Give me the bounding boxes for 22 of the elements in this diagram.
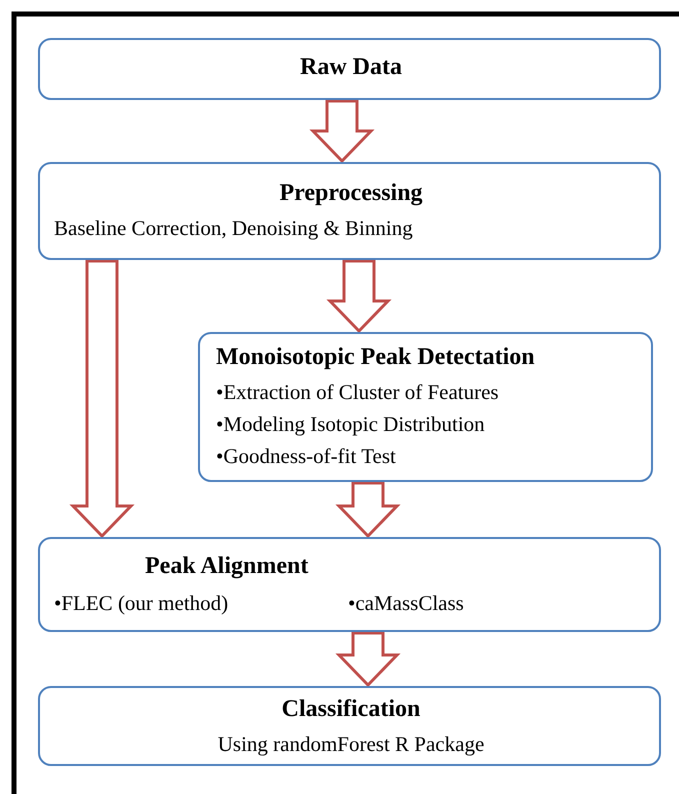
block-arrow xyxy=(326,260,392,334)
box-heading: Monoisotopic Peak Detectation xyxy=(216,344,535,372)
block-arrow xyxy=(335,482,401,538)
process-box xyxy=(38,537,661,632)
box-heading: Preprocessing xyxy=(279,180,423,208)
process-box xyxy=(38,162,661,260)
box-heading: Peak Alignment xyxy=(145,553,308,581)
bullet-item: •Goodness-of-fit Test xyxy=(216,444,396,468)
box-text: Baseline Correction, Denoising & Binning xyxy=(54,216,413,240)
bullet-item: •FLEC (our method) xyxy=(54,591,228,616)
box-heading: Classification xyxy=(282,696,420,724)
block-arrow xyxy=(335,632,401,688)
process-box xyxy=(198,332,653,482)
box-text: Using randomForest R Package xyxy=(218,732,484,756)
bullet-item: •Extraction of Cluster of Features xyxy=(216,380,499,404)
process-box xyxy=(38,38,661,100)
process-box xyxy=(38,686,661,766)
bullet-item: •Modeling Isotopic Distribution xyxy=(216,412,485,436)
bullet-item: •caMassClass xyxy=(348,591,464,616)
box-heading: Raw Data xyxy=(300,54,402,82)
block-arrow xyxy=(309,100,375,164)
block-arrow xyxy=(69,260,135,538)
